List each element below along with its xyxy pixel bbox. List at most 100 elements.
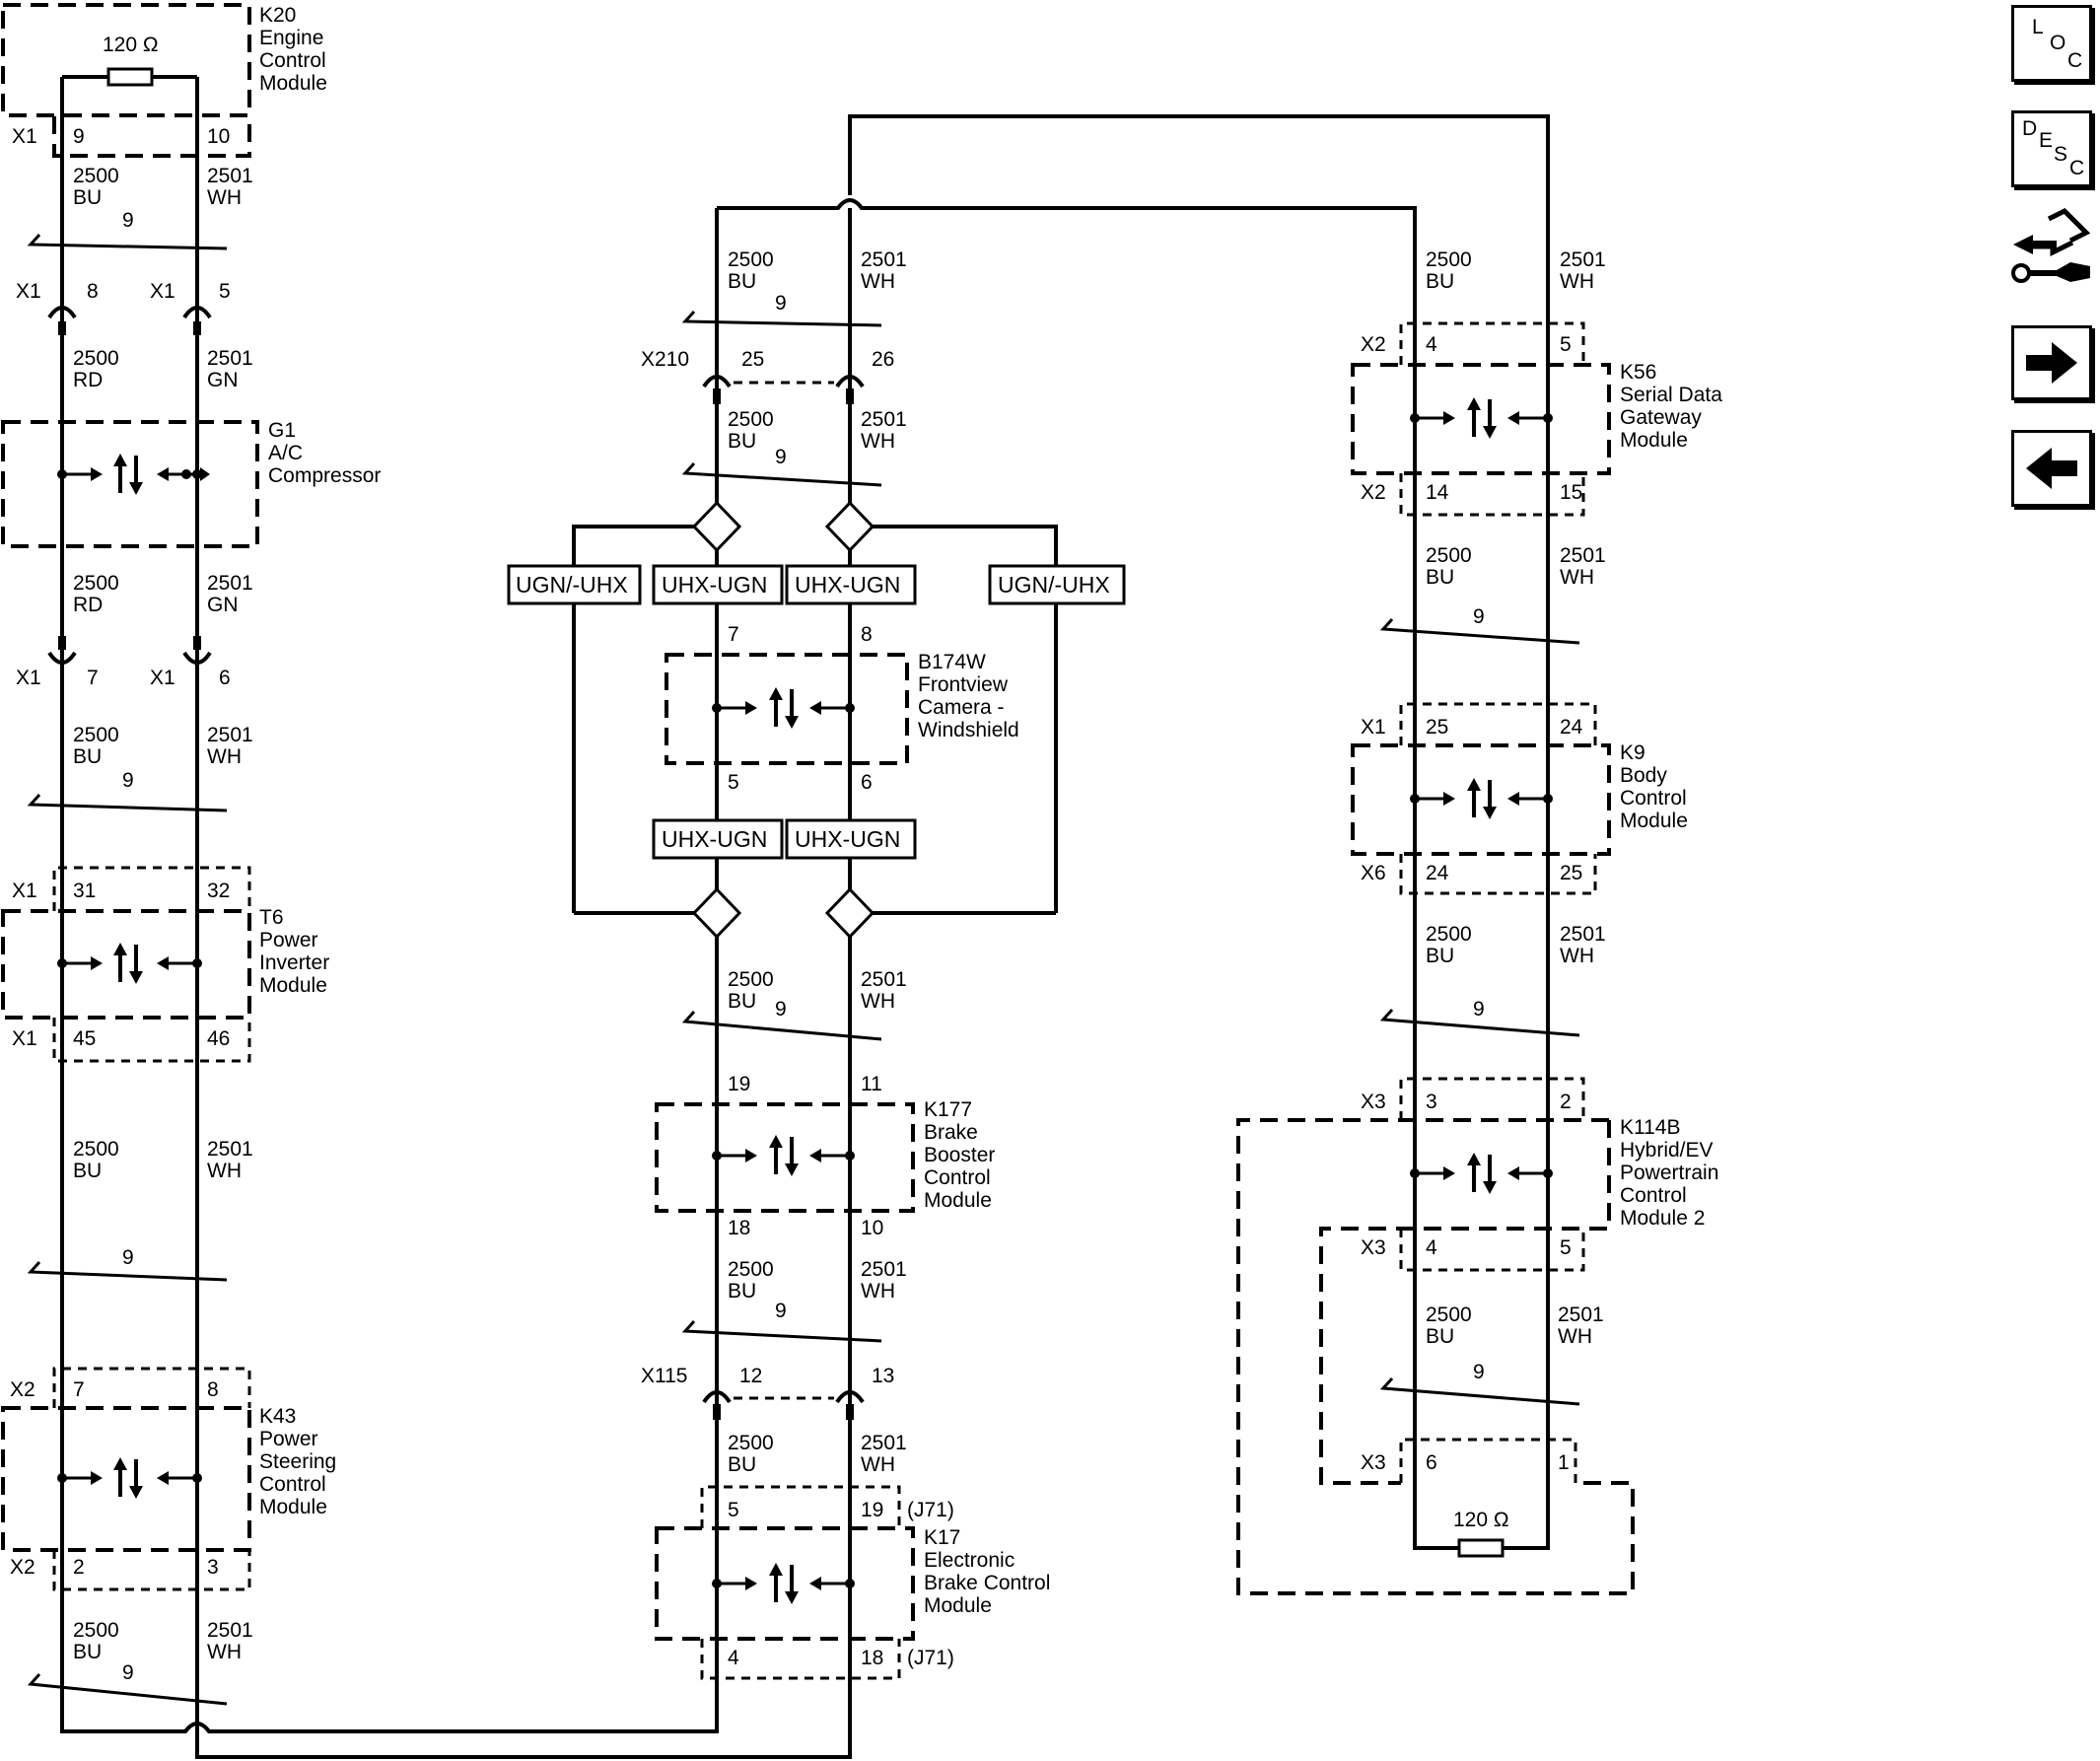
svg-text:K56: K56 (1620, 361, 1656, 384)
svg-text:GN: GN (207, 369, 239, 391)
k17-module-outline (655, 1526, 915, 1641)
next-page-button[interactable] (2011, 325, 2092, 400)
svg-text:T6: T6 (259, 906, 284, 929)
svg-text:WH: WH (207, 745, 242, 768)
svg-text:6: 6 (861, 771, 873, 794)
k114b-module-outline (1236, 1118, 1635, 1595)
connector-wrench-icon[interactable] (2009, 205, 2096, 300)
svg-text:32: 32 (207, 880, 230, 902)
svg-text:2501: 2501 (207, 347, 253, 370)
svg-text:7: 7 (728, 623, 739, 646)
arrow-left-icon (2026, 448, 2077, 489)
svg-text:BU: BU (1426, 1325, 1454, 1348)
option-box-uhx-ugn (785, 564, 917, 605)
svg-text:Camera -: Camera - (918, 696, 1005, 719)
k9-transceiver (1410, 778, 1553, 819)
svg-text:5: 5 (1560, 333, 1572, 356)
svg-text:Module: Module (1620, 429, 1688, 452)
svg-text:X2: X2 (10, 1556, 35, 1579)
svg-text:9: 9 (775, 1300, 787, 1322)
svg-text:Hybrid/EV: Hybrid/EV (1620, 1139, 1714, 1162)
svg-text:45: 45 (73, 1027, 96, 1050)
svg-text:15: 15 (1560, 481, 1582, 504)
k56-transceiver (1410, 397, 1553, 439)
svg-text:UHX-UGN: UHX-UGN (795, 572, 900, 598)
svg-text:5: 5 (1560, 1236, 1572, 1259)
svg-text:9: 9 (122, 1246, 134, 1269)
svg-text:8: 8 (87, 280, 99, 303)
svg-text:3: 3 (1426, 1091, 1437, 1113)
svg-text:7: 7 (87, 667, 99, 689)
splice-diamond (824, 500, 875, 553)
splice-diamond (824, 886, 875, 940)
svg-text:X3: X3 (1361, 1451, 1386, 1474)
svg-text:BU: BU (73, 745, 102, 768)
svg-text:X3: X3 (1361, 1091, 1386, 1113)
svg-text:2501: 2501 (861, 1432, 907, 1454)
svg-text:WH: WH (861, 1453, 895, 1476)
svg-text:BU: BU (1426, 945, 1454, 967)
svg-text:Module: Module (259, 1496, 327, 1518)
k177-module-outline (655, 1102, 915, 1213)
svg-text:24: 24 (1426, 862, 1449, 884)
svg-text:WH: WH (861, 1280, 895, 1303)
svg-text:25: 25 (1560, 862, 1582, 884)
svg-text:2501: 2501 (1560, 248, 1606, 271)
k20-terminator-value: 120 Ω (103, 34, 159, 56)
svg-text:2500: 2500 (1426, 1303, 1472, 1326)
svg-text:2500: 2500 (728, 968, 774, 991)
svg-text:Windshield: Windshield (918, 719, 1019, 741)
svg-text:WH: WH (1560, 945, 1594, 967)
svg-text:Control: Control (924, 1166, 991, 1189)
svg-text:9: 9 (1473, 605, 1485, 628)
svg-text:2501: 2501 (861, 248, 907, 271)
k177-transceiver (712, 1135, 855, 1176)
svg-text:X1: X1 (12, 1027, 37, 1050)
svg-text:9: 9 (1473, 1361, 1485, 1383)
svg-text:Brake Control: Brake Control (924, 1572, 1050, 1594)
svg-text:BU: BU (73, 1160, 102, 1182)
g1-transceiver (57, 454, 202, 495)
svg-text:X2: X2 (1361, 333, 1386, 356)
k20-name-2: Control (259, 49, 326, 72)
desc-button[interactable]: D E S C (2011, 110, 2092, 187)
inline-connector-x1-8 (47, 306, 77, 319)
option-box-uhx-ugn (785, 818, 917, 860)
k20-module-outline (1, 3, 251, 117)
svg-text:BU: BU (73, 186, 102, 209)
loc-button[interactable]: L O C (2011, 5, 2092, 82)
svg-text:2500: 2500 (728, 408, 774, 431)
svg-text:RD: RD (73, 594, 103, 616)
svg-text:25: 25 (1426, 716, 1448, 739)
svg-text:BU: BU (728, 270, 756, 293)
svg-text:2501: 2501 (207, 724, 253, 746)
svg-text:WH: WH (861, 990, 895, 1013)
svg-text:5: 5 (728, 1499, 739, 1521)
k20-connector: X1 (12, 125, 37, 148)
k20-name-3: Module (259, 72, 327, 95)
svg-text:2500: 2500 (73, 1138, 119, 1161)
svg-text:11: 11 (861, 1073, 882, 1095)
option-box-uhx-ugn (652, 564, 784, 605)
svg-text:Power: Power (259, 1428, 318, 1450)
k114b-transceiver (1410, 1153, 1553, 1194)
svg-text:X1: X1 (150, 280, 175, 303)
svg-text:Module: Module (924, 1594, 992, 1617)
svg-text:K9: K9 (1620, 741, 1645, 764)
svg-text:4: 4 (1426, 1236, 1437, 1259)
svg-text:X2: X2 (10, 1378, 35, 1401)
previous-page-button[interactable] (2011, 430, 2092, 507)
svg-text:2500: 2500 (73, 165, 119, 187)
svg-text:K114B: K114B (1620, 1116, 1681, 1139)
svg-text:14: 14 (1426, 481, 1449, 504)
svg-text:BU: BU (728, 430, 756, 453)
twist-marker (27, 233, 228, 250)
svg-text:X1: X1 (16, 667, 41, 689)
svg-text:Control: Control (1620, 787, 1687, 810)
svg-text:1: 1 (1558, 1451, 1570, 1474)
svg-text:18: 18 (861, 1647, 883, 1669)
svg-text:UHX-UGN: UHX-UGN (662, 572, 767, 598)
svg-text:WH: WH (861, 270, 895, 293)
svg-text:Body: Body (1620, 764, 1667, 787)
svg-text:A/C: A/C (268, 442, 303, 464)
